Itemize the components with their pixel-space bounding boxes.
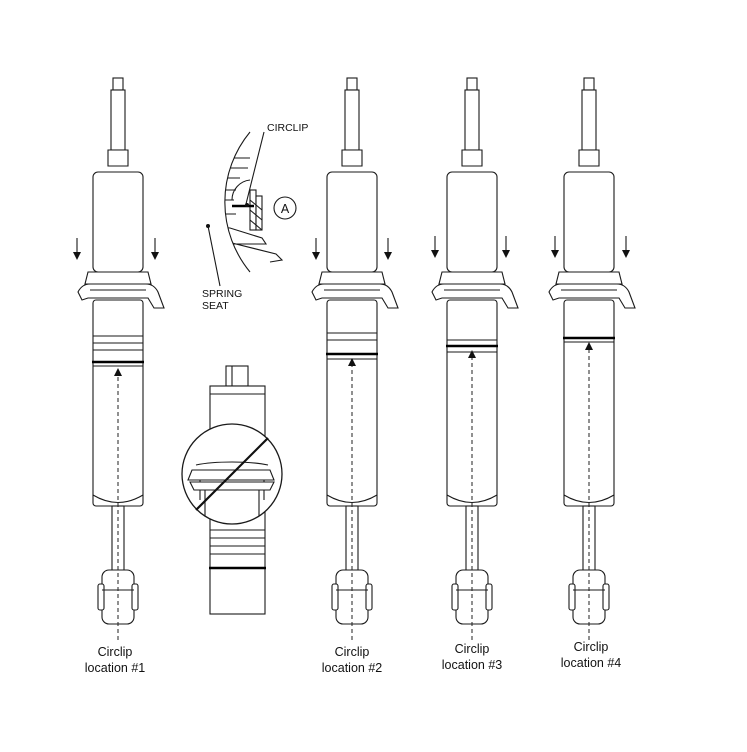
location-3-label-line1: Circlip bbox=[455, 642, 490, 656]
circlip-detail-view: A CIRCLIP SPRING SEAT bbox=[202, 122, 308, 312]
callout-a-letter: A bbox=[281, 202, 290, 216]
incorrect-installation-view bbox=[181, 365, 283, 615]
location-2-label-line1: Circlip bbox=[335, 645, 370, 659]
location-3-label-line2: location #3 bbox=[442, 658, 503, 672]
spring-seat-label-line1: SPRING bbox=[202, 288, 242, 300]
spring-seat-label-line2: SEAT bbox=[202, 300, 229, 312]
shock-absorber-4 bbox=[548, 77, 636, 640]
circlip-label: CIRCLIP bbox=[267, 122, 308, 134]
location-4-label-line2: location #4 bbox=[561, 656, 622, 670]
location-2-label-line2: location #2 bbox=[322, 661, 383, 675]
callout-a-circle bbox=[273, 196, 297, 220]
circlip-leader-line bbox=[245, 131, 265, 205]
location-4-label-line1: Circlip bbox=[574, 640, 609, 654]
shock-absorber-2 bbox=[311, 77, 399, 640]
shock-absorber-3 bbox=[431, 77, 519, 640]
location-labels: Circlip location #1 Circlip location #2 … bbox=[85, 640, 622, 675]
shock-absorber-1 bbox=[73, 77, 165, 640]
prohibition-slash bbox=[195, 437, 269, 511]
location-1-label-line1: Circlip bbox=[98, 645, 133, 659]
location-1-label-line2: location #1 bbox=[85, 661, 146, 675]
spring-seat-leader-line bbox=[207, 225, 221, 287]
